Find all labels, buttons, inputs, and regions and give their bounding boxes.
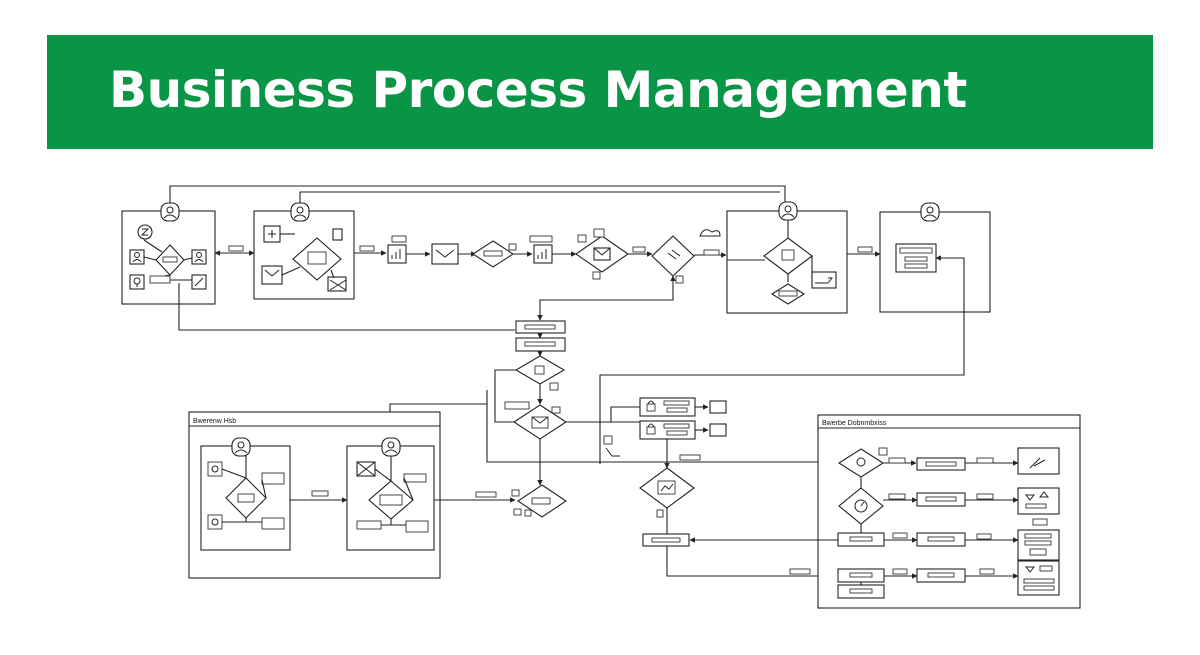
title-banner: Business Process Management <box>47 35 1153 149</box>
middle-column <box>178 275 836 486</box>
pool-bottom-left: Bwerenw Hsb <box>188 411 567 579</box>
user-icon <box>381 437 401 457</box>
user-icon <box>778 201 798 221</box>
decision-diamond <box>651 235 695 277</box>
chart-icon <box>533 244 553 264</box>
pool-bottom-right: Bwerbe Dobnmbxiss <box>689 414 1081 609</box>
plus-icon <box>263 225 281 243</box>
lane-group-1 <box>121 202 216 305</box>
lane-group-3 <box>726 201 848 314</box>
connector-label <box>228 245 244 252</box>
pencil-icon <box>191 274 207 290</box>
person-icon <box>129 249 145 265</box>
lightbulb-icon <box>129 274 145 290</box>
pool-title: Bwerenw Hsb <box>193 418 236 425</box>
envelope-icon <box>531 416 549 429</box>
person-at-desk-icon <box>603 435 620 457</box>
middle-right-tasks <box>603 397 837 579</box>
document-icon <box>332 228 343 241</box>
person-icon <box>191 249 207 265</box>
lane-group-4 <box>599 202 991 464</box>
start-event-icon <box>137 224 153 240</box>
envelope-icon <box>356 461 376 477</box>
user-icon <box>290 202 310 222</box>
top-feedback-loop <box>169 185 786 203</box>
page-title: Business Process Management <box>109 61 967 119</box>
connector-label <box>359 245 375 252</box>
connector-label <box>857 246 873 253</box>
chart-icon <box>657 480 676 495</box>
truck-icon <box>811 271 837 289</box>
pool-title: Bwerbe Dobnmbxiss <box>822 420 887 427</box>
user-icon <box>920 202 940 222</box>
envelope-icon <box>593 247 611 261</box>
envelope-icon <box>261 265 283 285</box>
cloud-icon <box>699 229 721 237</box>
chart-icon <box>387 244 407 264</box>
user-icon <box>160 202 180 222</box>
top-task-chain <box>387 228 727 284</box>
envelope-icon <box>431 243 459 265</box>
lock-icon <box>646 423 656 435</box>
lock-icon <box>646 400 656 412</box>
lane-group-2 <box>253 202 355 300</box>
envelope-icon <box>327 276 347 292</box>
user-icon <box>231 437 251 457</box>
